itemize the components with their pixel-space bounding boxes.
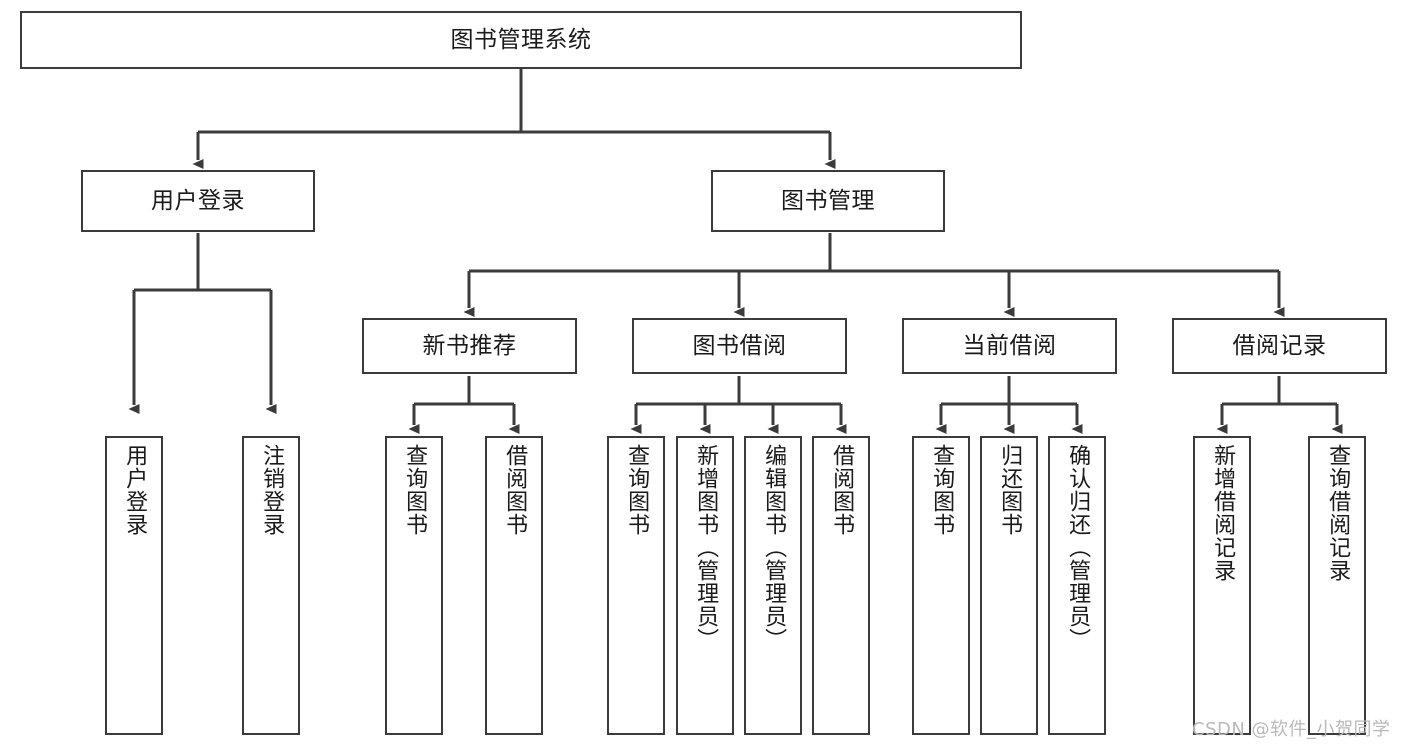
node-leaf-borrow-borrow-book[interactable]: 借阅图书: [812, 436, 870, 735]
node-label: 注销登录: [259, 444, 285, 536]
node-label: 编辑图书（管理员）: [761, 444, 787, 651]
node-current-borrow[interactable]: 当前借阅: [902, 318, 1117, 374]
node-label: 确认归还（管理员）: [1065, 444, 1091, 651]
node-leaf-newbook-query-book[interactable]: 查询图书: [385, 436, 443, 735]
node-label: 图书管理: [781, 187, 875, 214]
node-label: 查询图书: [624, 444, 650, 536]
csdn-watermark: CSDN @软件_小贺同学: [1192, 719, 1391, 740]
node-leaf-borrow-edit-book[interactable]: 编辑图书（管理员）: [744, 436, 802, 735]
node-leaf-record-query-record[interactable]: 查询借阅记录: [1308, 436, 1366, 735]
node-label: 借阅图书: [502, 444, 528, 536]
node-label: 借阅图书: [829, 444, 855, 536]
node-label: 归还图书: [997, 444, 1023, 536]
node-leaf-borrow-query-book[interactable]: 查询图书: [607, 436, 665, 735]
node-leaf-current-confirm-return[interactable]: 确认归还（管理员）: [1048, 436, 1106, 735]
node-label: 查询借阅记录: [1325, 444, 1351, 582]
node-label: 新增图书（管理员）: [693, 444, 719, 651]
node-root-book-management-system[interactable]: 图书管理系统: [20, 11, 1022, 69]
node-label: 查询图书: [929, 444, 955, 536]
node-new-book-recommend[interactable]: 新书推荐: [362, 318, 577, 374]
node-label: 新书推荐: [422, 332, 517, 359]
node-label: 查询图书: [402, 444, 428, 536]
node-leaf-user-login-signin[interactable]: 用户登录: [105, 436, 163, 735]
node-leaf-user-login-signout[interactable]: 注销登录: [242, 436, 300, 735]
node-book-borrow[interactable]: 图书借阅: [632, 318, 847, 374]
node-borrow-record[interactable]: 借阅记录: [1172, 318, 1387, 374]
node-leaf-current-query-book[interactable]: 查询图书: [912, 436, 970, 735]
node-label: 图书管理系统: [450, 26, 592, 53]
node-label: 新增借阅记录: [1210, 444, 1236, 582]
node-user-login[interactable]: 用户登录: [81, 170, 315, 232]
node-label: 借阅记录: [1232, 332, 1327, 359]
node-label: 用户登录: [151, 187, 245, 214]
node-leaf-record-add-record[interactable]: 新增借阅记录: [1193, 436, 1251, 735]
node-label: 当前借阅: [962, 332, 1057, 359]
node-label: 用户登录: [122, 444, 148, 536]
node-book-management[interactable]: 图书管理: [711, 170, 945, 232]
node-label: 图书借阅: [692, 332, 787, 359]
node-leaf-current-return-book[interactable]: 归还图书: [980, 436, 1038, 735]
node-leaf-newbook-borrow-book[interactable]: 借阅图书: [485, 436, 543, 735]
node-leaf-borrow-add-book[interactable]: 新增图书（管理员）: [676, 436, 734, 735]
